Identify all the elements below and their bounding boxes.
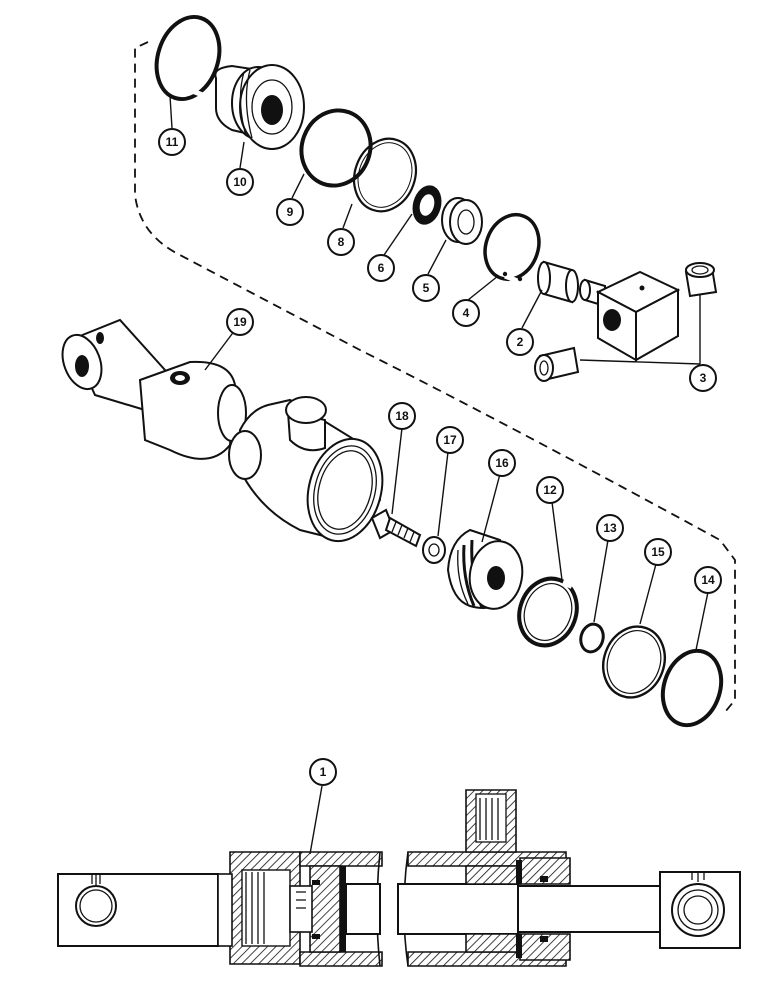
part-backup-ring-8 <box>352 137 418 213</box>
callout-3: 3 <box>689 364 717 392</box>
callout-1: 1 <box>309 758 337 786</box>
callout-label: 12 <box>543 483 557 497</box>
callout-12: 12 <box>536 476 564 504</box>
callout-label: 17 <box>443 433 457 447</box>
part-pin-2 <box>537 260 606 308</box>
part-o-ring-14 <box>660 648 724 728</box>
callout-label: 8 <box>338 235 345 249</box>
callout-5: 5 <box>412 274 440 302</box>
part-piston-16 <box>446 528 524 610</box>
callout-8: 8 <box>327 228 355 256</box>
part-bushing-3-bottom <box>534 346 580 382</box>
part-wear-ring-12 <box>517 576 579 648</box>
callout-label: 11 <box>166 135 179 149</box>
part-washer-17 <box>422 536 446 564</box>
part-cross-block <box>595 270 681 362</box>
part-retaining-ring-4 <box>483 212 541 285</box>
part-seal-6 <box>412 185 442 225</box>
part-bushing-3-top <box>684 262 718 298</box>
part-backup-ring-15 <box>602 625 666 699</box>
callout-label: 18 <box>395 409 409 423</box>
callout-15: 15 <box>644 538 672 566</box>
callout-14: 14 <box>694 566 722 594</box>
callout-label: 10 <box>233 175 247 189</box>
leader-lines <box>169 95 709 855</box>
part-barrel <box>228 396 384 543</box>
callout-label: 4 <box>463 306 470 320</box>
callout-9: 9 <box>276 198 304 226</box>
callout-label: 19 <box>233 315 247 329</box>
part-snap-ring-11 <box>154 14 222 102</box>
callout-16: 16 <box>488 449 516 477</box>
dashed-boundary-line <box>134 41 736 713</box>
part-o-ring-9 <box>299 108 373 188</box>
callout-label: 1 <box>320 765 327 779</box>
part-wiper-5 <box>441 197 483 245</box>
callout-10: 10 <box>226 168 254 196</box>
part-gland-10 <box>214 64 305 150</box>
part-piston-rod-19 <box>61 318 247 460</box>
callout-label: 13 <box>603 521 617 535</box>
callout-17: 17 <box>436 426 464 454</box>
callout-18: 18 <box>388 402 416 430</box>
callout-label: 15 <box>651 545 665 559</box>
assembled-cylinder-cutaway <box>57 789 741 967</box>
callout-label: 2 <box>517 335 524 349</box>
part-bolt-18 <box>370 508 422 548</box>
callout-4: 4 <box>452 299 480 327</box>
callout-label: 3 <box>700 371 707 385</box>
callout-label: 9 <box>287 205 294 219</box>
callout-label: 5 <box>423 281 430 295</box>
callout-11: 11 <box>158 128 186 156</box>
callout-2: 2 <box>506 328 534 356</box>
callout-6: 6 <box>367 254 395 282</box>
callout-label: 16 <box>495 456 509 470</box>
callout-label: 6 <box>378 261 385 275</box>
callout-13: 13 <box>596 514 624 542</box>
callout-19: 19 <box>226 308 254 336</box>
part-o-ring-13 <box>579 622 605 654</box>
callout-label: 14 <box>701 573 715 587</box>
